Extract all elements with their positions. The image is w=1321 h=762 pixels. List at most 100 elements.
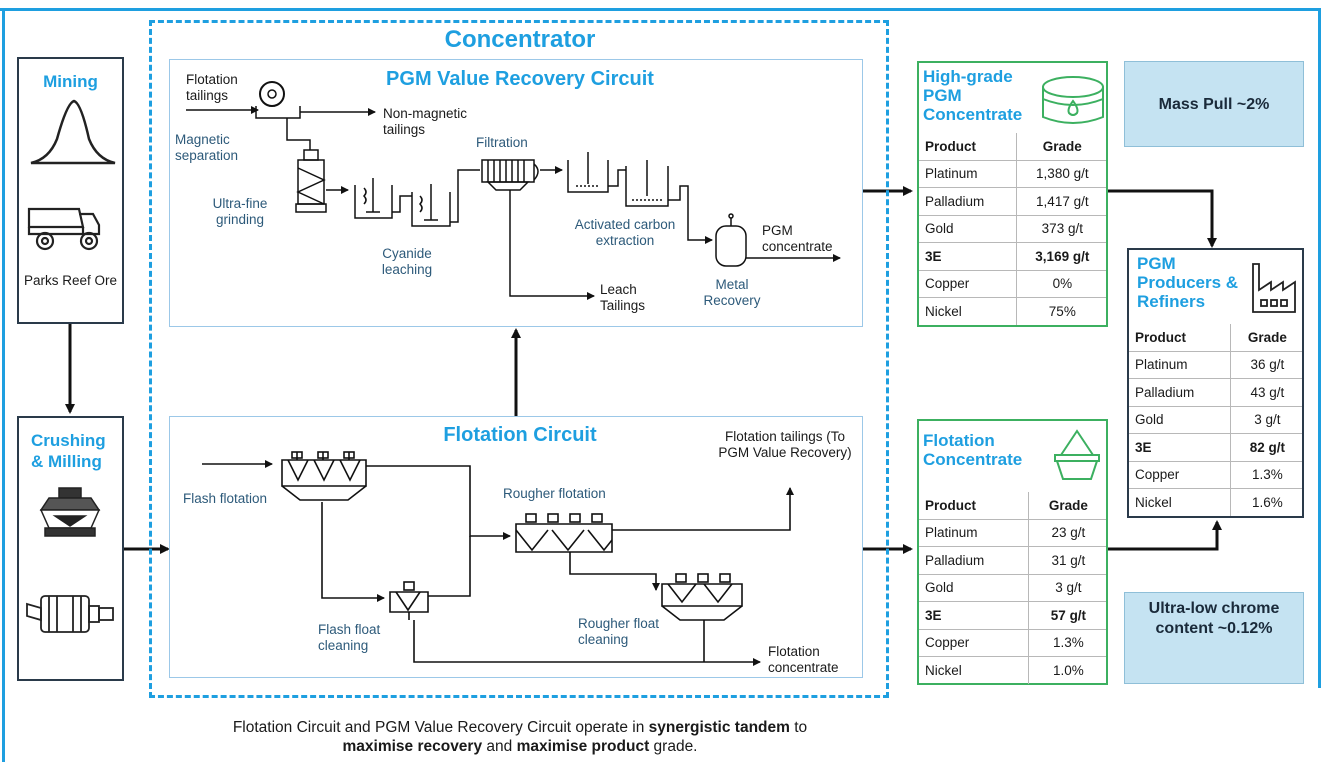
fc-grade: 31 g/t (1027, 546, 1106, 574)
mass-pull-box: Mass Pull ~2% (1124, 61, 1304, 147)
caption-part: and (482, 738, 517, 755)
pr-product: Gold (1129, 405, 1231, 434)
crushing-box: Crushing & Milling (17, 416, 124, 681)
caption-part: grade. (649, 738, 698, 755)
pr-grade: 1.6% (1229, 488, 1302, 516)
hg-product: Palladium (919, 187, 1017, 215)
hg-grade: 75% (1015, 297, 1106, 325)
caption-bold: synergistic tandem (648, 719, 790, 736)
pr-grade: 82 g/t (1229, 433, 1302, 461)
caption-part: Flotation Circuit and PGM Value Recovery… (232, 719, 649, 736)
pr-product: Copper (1129, 460, 1231, 489)
fc-product: Nickel (919, 656, 1029, 684)
pgm-concentrate-label: PGM concentrate (762, 223, 833, 254)
rougher-flotation-label: Rougher flotation (503, 486, 606, 501)
hg-grade: 0% (1015, 269, 1106, 298)
hg-grade: 373 g/t (1015, 214, 1106, 243)
flash-cleaner-cell-icon (389, 581, 429, 620)
flow-flash-to-cleaner (321, 502, 385, 602)
caption: Flotation Circuit and PGM Value Recovery… (120, 718, 920, 756)
arrow-flotation-conc-to-producers (1108, 520, 1222, 551)
pgm-circuit-title: PGM Value Recovery Circuit (386, 68, 654, 90)
flow-rougher-to-cleaner (569, 552, 660, 591)
arrow-high-grade-to-producers (1108, 189, 1217, 248)
crusher-icon (39, 487, 101, 537)
flotation-tailings-in-label: Flotation tailings (186, 72, 238, 103)
flotation-concentrate-out-label: Flotation concentrate (768, 644, 839, 675)
leach-tank-1-icon (354, 178, 393, 219)
high-grade-title: High-grade PGM Concentrate (923, 67, 1023, 124)
flow-carbon-to-recovery (668, 185, 713, 244)
pr-grade: 43 g/t (1229, 378, 1302, 406)
fc-header-product: Product (925, 497, 977, 513)
flash-flotation-label: Flash flotation (183, 491, 268, 506)
pr-product: 3E (1129, 433, 1231, 461)
flotation-concentrate-title: Flotation Concentrate (923, 431, 1023, 469)
concentrate-pot-icon (1042, 76, 1104, 124)
flow-cleaner-return (428, 536, 471, 597)
activated-carbon-label: Activated carbon extraction (574, 217, 676, 248)
leach-tailings-label: Leach Tailings (600, 282, 646, 313)
fc-grade: 3 g/t (1027, 573, 1106, 602)
carbon-tank-1-icon (567, 152, 609, 193)
ball-mill-icon (26, 595, 114, 633)
high-grade-box: High-grade PGM Concentrate Product Grade … (917, 61, 1108, 327)
ore-mound-icon (30, 99, 116, 165)
hg-product: Gold (919, 214, 1017, 243)
pr-grade: 36 g/t (1229, 350, 1302, 379)
flash-float-cleaning-label: Flash float cleaning (318, 622, 381, 653)
rougher-float-cleaning-label: Rougher float cleaning (578, 616, 660, 647)
flow-leach-to-filter (450, 169, 480, 223)
frame-right-line (1318, 8, 1321, 688)
metal-recovery-label: Metal Recovery (703, 277, 761, 308)
chrome-content-box: Ultra-low chrome content ~0.12% (1124, 592, 1304, 684)
fc-product: Palladium (919, 546, 1029, 574)
cyanide-leaching-label: Cyanide leaching (381, 246, 433, 277)
flow-flash-to-rougher (366, 465, 511, 540)
factory-icon (1252, 263, 1296, 313)
frame-left-line (2, 8, 5, 762)
haul-truck-icon (27, 207, 101, 251)
caption-part: to (789, 719, 808, 736)
parks-reef-ore-label: Parks Reef Ore (23, 273, 118, 288)
flotation-circuit-title: Flotation Circuit (443, 424, 597, 446)
hg-grade: 1,380 g/t (1015, 159, 1106, 188)
hg-header-product: Product (925, 138, 977, 154)
metal-recovery-vessel-icon (715, 213, 752, 267)
leach-tank-2-icon (411, 184, 451, 227)
fc-product: 3E (919, 601, 1029, 629)
pr-header-product: Product (1135, 329, 1187, 345)
fc-grade: 23 g/t (1027, 518, 1106, 547)
fc-grade: 1.0% (1027, 656, 1106, 684)
crushing-title: Crushing & Milling (31, 431, 106, 471)
pr-grade: 1.3% (1229, 460, 1302, 489)
pr-product: Platinum (1129, 350, 1231, 379)
flash-flotation-cell-icon (281, 451, 367, 501)
flow-separator-to-grinding (286, 118, 311, 150)
hg-header-grade: Grade (1015, 133, 1106, 160)
flow-cleaner-to-concentrate (413, 620, 761, 666)
basket-icon (1054, 429, 1100, 480)
fc-product: Platinum (919, 518, 1029, 547)
flow-carbon1-to-carbon2 (608, 169, 626, 187)
rougher-cleaner-cell-icon (661, 573, 743, 621)
crushing-icons (26, 487, 114, 633)
mining-icons (27, 99, 116, 251)
carbon-tank-2-icon (625, 160, 669, 207)
hg-product: Platinum (919, 159, 1017, 188)
fc-product: Copper (919, 628, 1029, 657)
flow-tank1-to-tank2 (392, 195, 412, 213)
mining-title: Mining (43, 72, 98, 91)
flow-filter-to-leach-tailings (509, 190, 595, 300)
fc-grade: 1.3% (1027, 628, 1106, 657)
concentrator-title: Concentrator (444, 26, 596, 53)
pr-product: Nickel (1129, 488, 1231, 516)
rougher-flotation-cell-icon (515, 513, 613, 553)
filter-press-icon (481, 159, 539, 191)
